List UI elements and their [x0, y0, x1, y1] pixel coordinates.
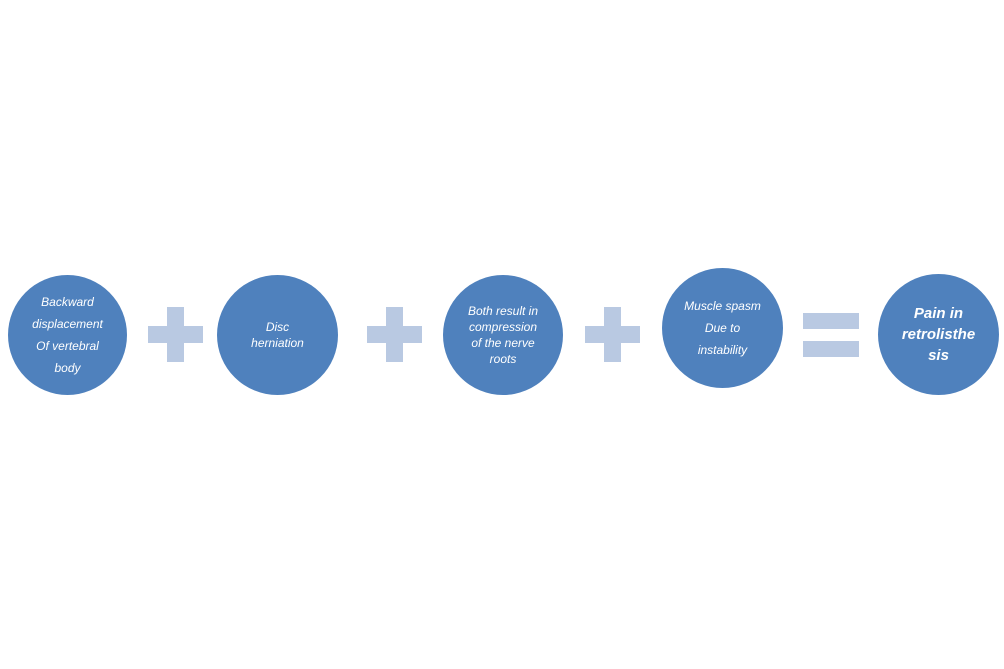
equals-operator — [803, 313, 859, 357]
node-4-line-2: Due to — [704, 321, 741, 335]
node-disc-herniation: Disc herniation — [217, 275, 338, 395]
node-5-line-1: Pain in — [913, 305, 964, 322]
node-pain-in-retrolisthesis: Pain in retrolisthe sis — [878, 274, 999, 395]
plus-operator-3 — [585, 307, 640, 362]
node-1-line-2: displacement — [32, 317, 103, 331]
node-backward-displacement: Backward displacement Of vertebral body — [8, 275, 127, 395]
node-3-line-2: compression — [468, 320, 538, 334]
node-muscle-spasm: Muscle spasm Due to instability — [662, 268, 783, 388]
node-4-line-3: instability — [697, 343, 748, 357]
node-nerve-root-compression: Both result in compression of the nerve … — [443, 275, 563, 395]
plus-operator-1 — [148, 307, 203, 362]
node-4-line-1: Muscle spasm — [684, 299, 761, 313]
node-5-line-2: retrolisthe — [901, 326, 976, 343]
node-5-line-3: sis — [928, 347, 949, 364]
plus-operator-2 — [367, 307, 422, 362]
node-3-line-3: of the nerve — [471, 336, 535, 350]
node-2-line-2: herniation — [251, 336, 304, 350]
node-2-line-1: Disc — [265, 320, 290, 334]
node-3-line-1: Both result in — [467, 304, 539, 318]
node-1-line-4: body — [54, 361, 81, 375]
node-1-line-3: Of vertebral — [36, 339, 99, 353]
node-1-line-1: Backward — [41, 295, 94, 309]
node-3-line-4: roots — [489, 352, 517, 366]
